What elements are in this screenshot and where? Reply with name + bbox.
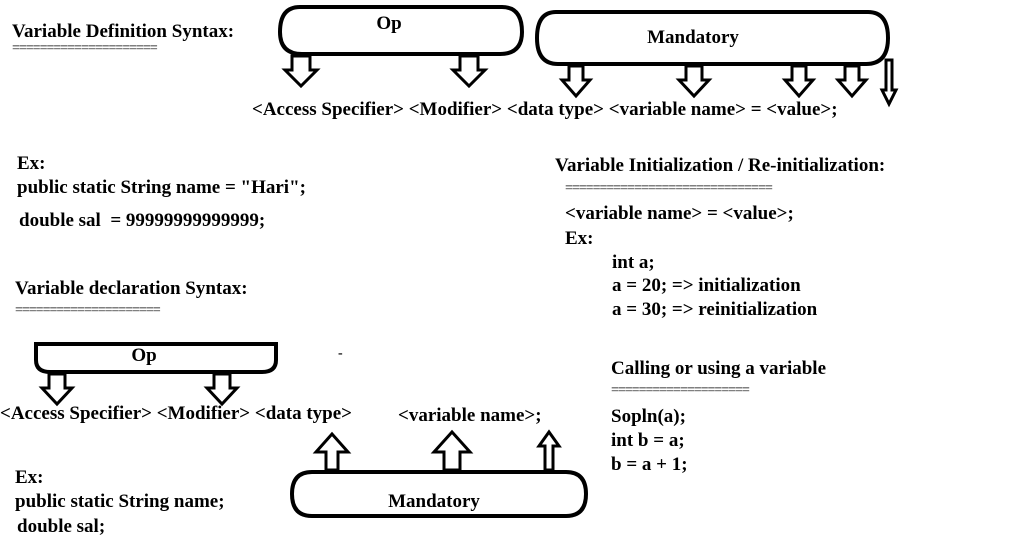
initialization-example-line-3: a = 30; => reinitialization xyxy=(612,299,818,320)
down-arrow-icon xyxy=(38,372,76,407)
declaration-example-line-2: double sal; xyxy=(17,516,106,537)
down-arrow-icon xyxy=(203,372,241,407)
down-arrow-icon xyxy=(834,64,870,99)
initialization-title-underline: ============================== xyxy=(565,181,773,196)
definition-mandatory-box xyxy=(534,10,891,66)
calling-title-underline: ==================== xyxy=(611,383,750,398)
up-arrow-icon xyxy=(430,429,474,472)
down-arrow-icon xyxy=(781,64,817,99)
stray-mark: - xyxy=(338,346,343,361)
declaration-example-label: Ex: xyxy=(15,467,44,488)
down-arrow-icon xyxy=(879,58,899,108)
calling-title: Calling or using a variable xyxy=(611,358,827,379)
initialization-example-line-1: int a; xyxy=(612,252,655,273)
declaration-optional-label: Op xyxy=(131,345,157,366)
definition-optional-box xyxy=(277,5,525,56)
definition-title-underline: ===================== xyxy=(12,41,158,56)
declaration-mandatory-box xyxy=(289,470,589,518)
calling-line-1: Sopln(a); xyxy=(611,406,686,427)
up-arrow-icon xyxy=(536,429,562,472)
initialization-example-line-2: a = 20; => initialization xyxy=(612,275,801,296)
declaration-example-line-1: public static String name; xyxy=(15,491,225,512)
declaration-mandatory-label: Mandatory xyxy=(388,491,480,512)
declaration-title: Variable declaration Syntax: xyxy=(15,278,248,299)
declaration-optional-box xyxy=(34,342,278,374)
definition-example-line-2: double sal = 99999999999999; xyxy=(19,210,266,231)
declaration-title-underline: ===================== xyxy=(15,303,161,318)
initialization-example-label: Ex: xyxy=(565,228,594,249)
definition-example-line-1: public static String name = "Hari"; xyxy=(17,177,306,198)
calling-line-2: int b = a; xyxy=(611,430,685,451)
definition-mandatory-label: Mandatory xyxy=(647,27,739,48)
declaration-syntax-left: <Access Specifier> <Modifier> <data type… xyxy=(0,403,352,424)
declaration-syntax-right: <variable name>; xyxy=(398,405,542,426)
calling-line-3: b = a + 1; xyxy=(611,454,688,475)
definition-syntax: <Access Specifier> <Modifier> <data type… xyxy=(252,99,838,120)
down-arrow-icon xyxy=(449,54,489,89)
definition-example-label: Ex: xyxy=(17,153,46,174)
up-arrow-icon xyxy=(312,431,352,472)
down-arrow-icon xyxy=(675,64,713,99)
initialization-title: Variable Initialization / Re-initializat… xyxy=(555,155,886,176)
definition-optional-label: Op xyxy=(376,13,402,34)
initialization-syntax: <variable name> = <value>; xyxy=(565,203,794,224)
definition-title: Variable Definition Syntax: xyxy=(12,21,235,42)
down-arrow-icon xyxy=(558,64,594,99)
down-arrow-icon xyxy=(281,54,321,89)
